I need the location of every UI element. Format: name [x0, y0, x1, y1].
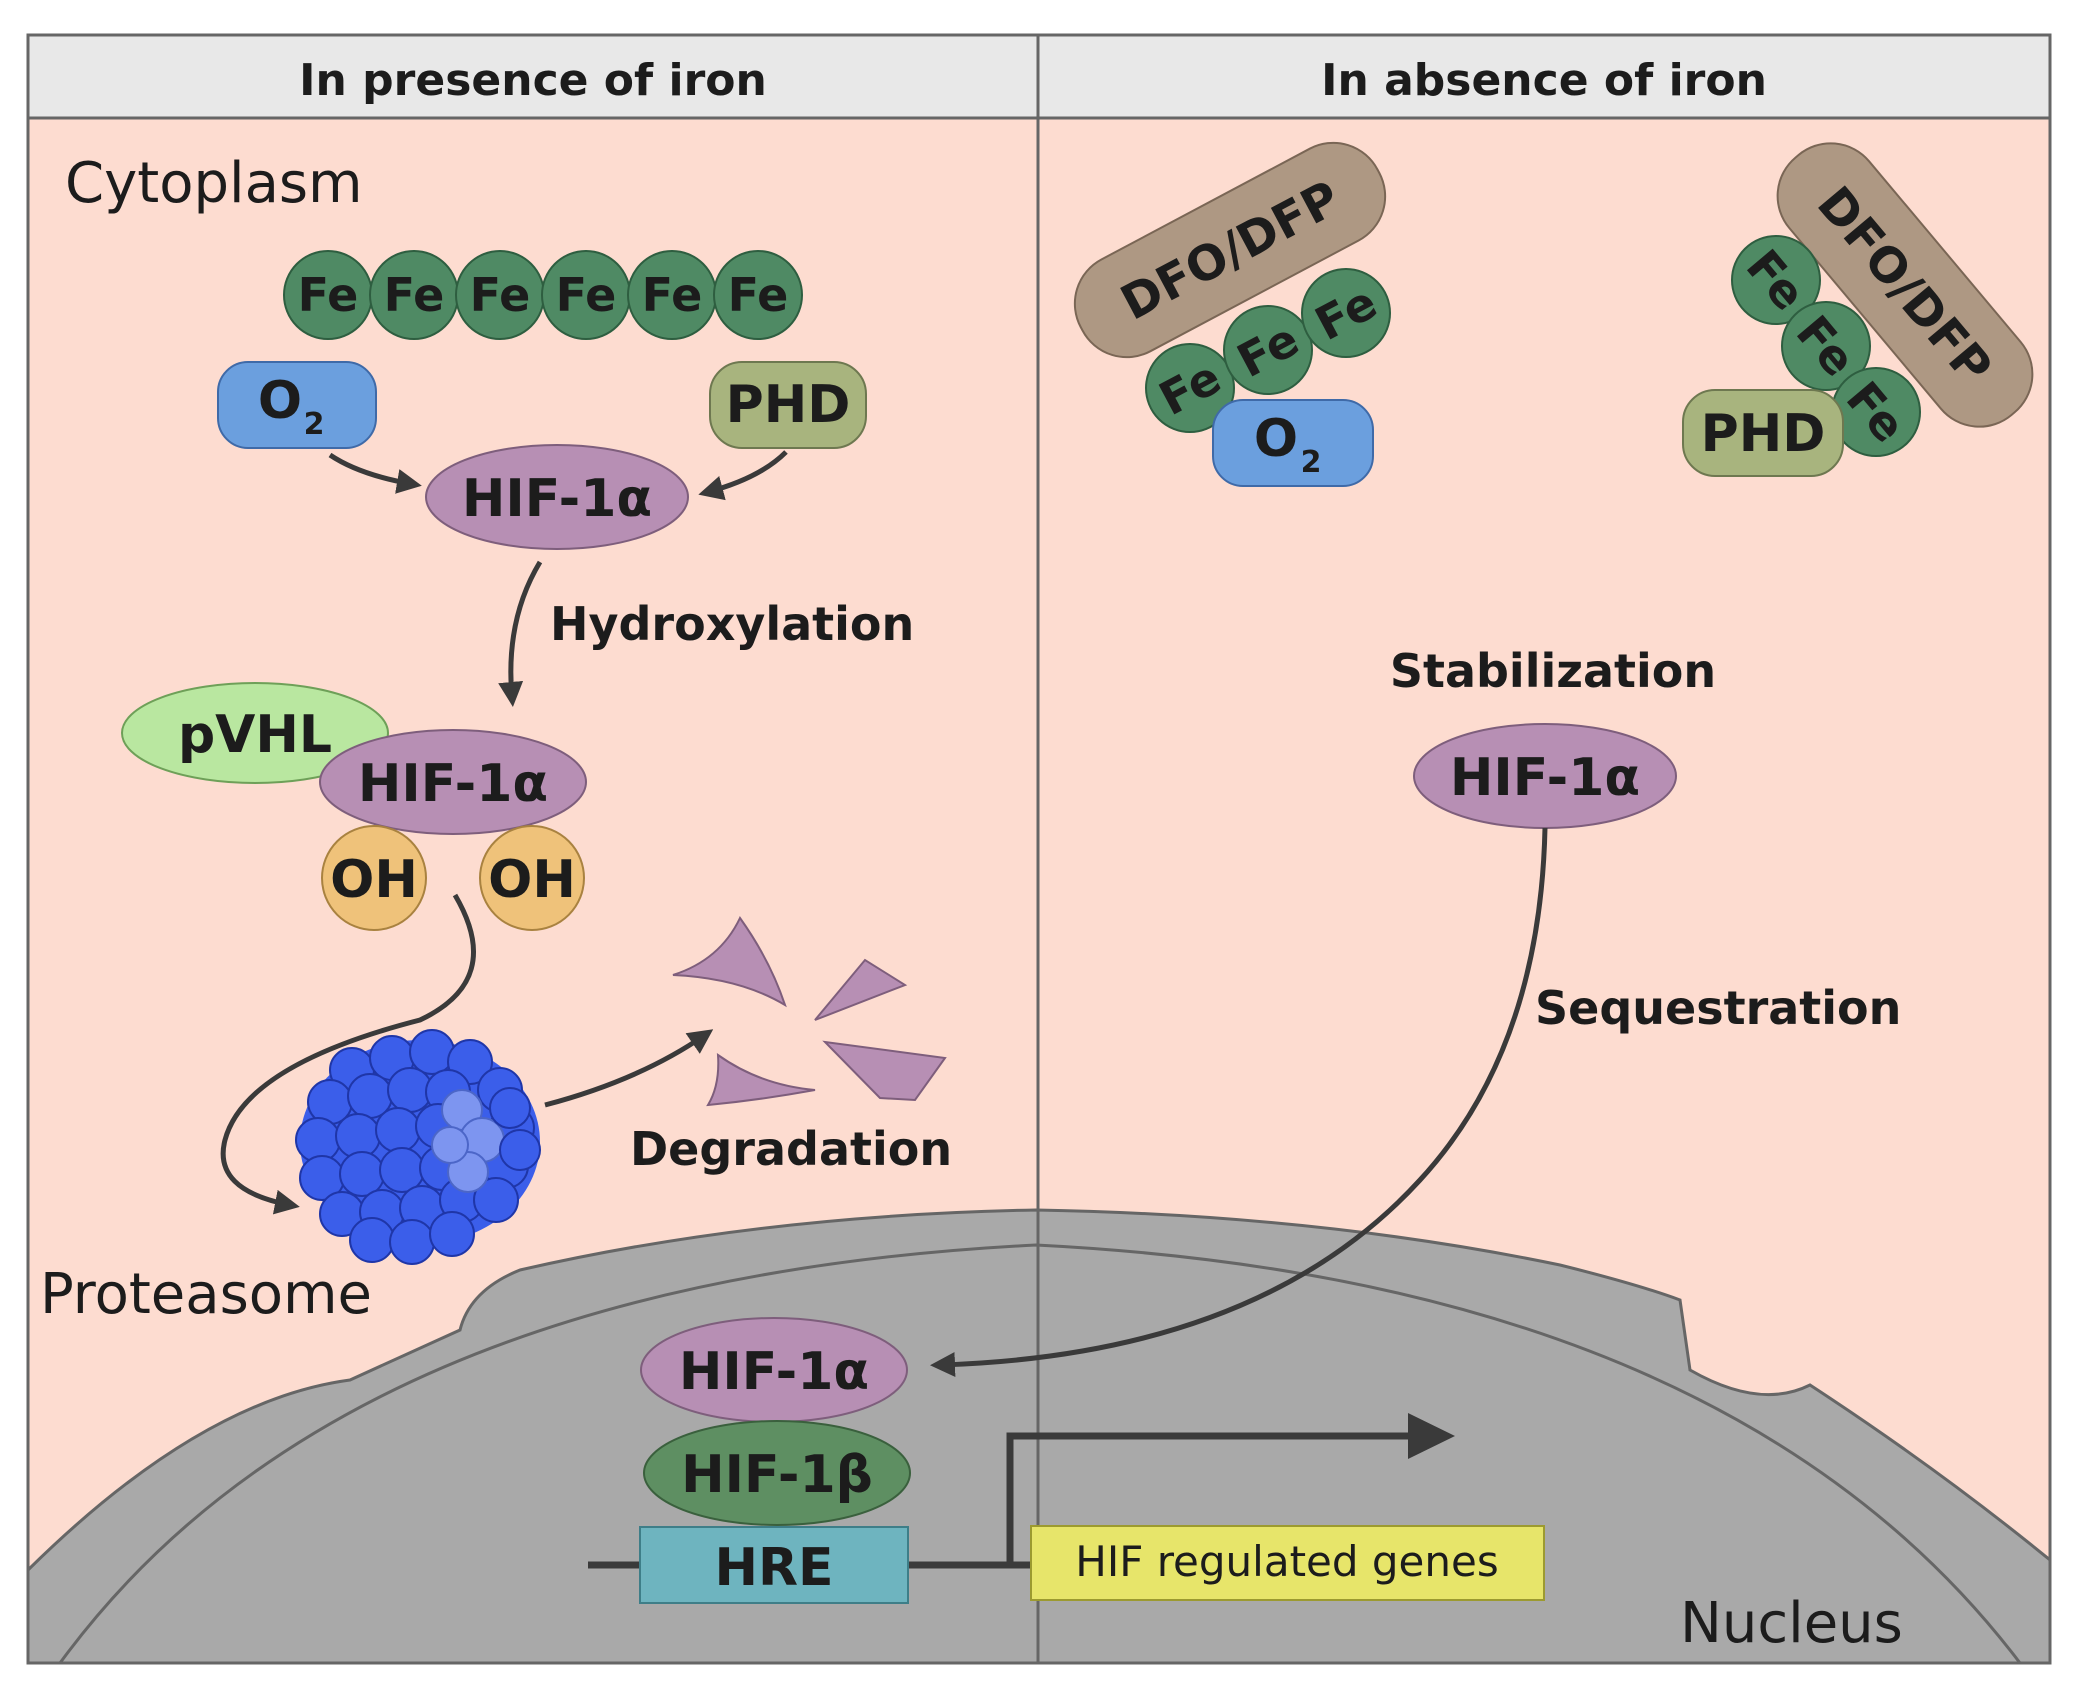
fe-label: Fe [470, 268, 531, 322]
degradation-fragments [672, 916, 947, 1107]
svg-text:2: 2 [304, 407, 325, 442]
svg-text:PHD: PHD [1701, 404, 1826, 464]
hif1a-hydroxylated: HIF-1α [319, 729, 587, 835]
svg-text:HIF-1α: HIF-1α [679, 1342, 869, 1402]
svg-text:HIF-1α: HIF-1α [462, 469, 652, 529]
hif1a-nuclear: HIF-1α [640, 1317, 908, 1423]
cytoplasm-label: Cytoplasm [65, 151, 363, 216]
svg-text:HIF-1α: HIF-1α [1450, 748, 1640, 808]
header-right: In absence of iron [1321, 55, 1767, 106]
fe-chain: Fe Fe Fe Fe Fe Fe [283, 250, 803, 340]
stabilization-label: Stabilization [1390, 644, 1716, 698]
hif1b: HIF-1β [643, 1420, 911, 1526]
degradation-label: Degradation [630, 1122, 952, 1176]
arrow-o2-to-hif [328, 452, 422, 494]
svg-text:O: O [1254, 409, 1298, 469]
fe-label: Fe [728, 268, 789, 322]
dfo-dfp-complex-left: DFO/DFP Fe Fe Fe O 2 [1073, 141, 1391, 487]
fe-label: Fe [556, 268, 617, 322]
arrow-phd-to-hif [698, 450, 788, 501]
hif-regulated-genes-box: HIF regulated genes [1030, 1525, 1545, 1601]
transcription-arrow [1006, 1432, 1410, 1565]
proteasome [295, 1029, 541, 1265]
svg-text:pVHL: pVHL [178, 705, 332, 765]
header-left: In presence of iron [299, 55, 767, 106]
arrow-sequestration [930, 827, 1548, 1378]
fe-label: Fe [642, 268, 703, 322]
proteasome-label: Proteasome [40, 1262, 372, 1327]
oh-group-left: OH [321, 825, 427, 931]
svg-text:HIF-1α: HIF-1α [358, 754, 548, 814]
sequestration-label: Sequestration [1535, 981, 1901, 1035]
svg-text:PHD: PHD [726, 375, 851, 435]
arrow-to-degradation [544, 1029, 714, 1108]
o2-molecule: O 2 [217, 361, 377, 449]
hydroxylation-label: Hydroxylation [550, 597, 914, 651]
svg-text:HIF regulated genes: HIF regulated genes [1075, 1537, 1499, 1586]
svg-text:HIF-1β: HIF-1β [681, 1445, 873, 1505]
oh-group-right: OH [479, 825, 585, 931]
hif1a-top: HIF-1α [425, 444, 689, 550]
hif1a-stabilized: HIF-1α [1413, 723, 1677, 829]
fe-label: Fe [384, 268, 445, 322]
svg-text:2: 2 [1301, 445, 1322, 480]
svg-text:O: O [258, 371, 302, 431]
phd-enzyme-right: PHD [1682, 389, 1844, 477]
arrow-hydroxylation [498, 560, 543, 707]
fe-label: Fe [298, 268, 359, 322]
nucleus-label: Nucleus [1680, 1591, 1903, 1656]
svg-text:HRE: HRE [714, 1538, 833, 1598]
phd-enzyme: PHD [709, 361, 867, 449]
transcription-arrowhead [1408, 1413, 1455, 1459]
svg-text:OH: OH [488, 850, 576, 910]
dfo-dfp-complex-right: DFO/DFP Fe Fe Fe PHD [1682, 142, 2034, 477]
hre-element: HRE [639, 1526, 909, 1604]
svg-text:OH: OH [330, 850, 418, 910]
pvhl: pVHL [121, 682, 389, 784]
arrow-to-proteasome [220, 893, 476, 1215]
o2-molecule-right: O 2 [1212, 399, 1374, 487]
